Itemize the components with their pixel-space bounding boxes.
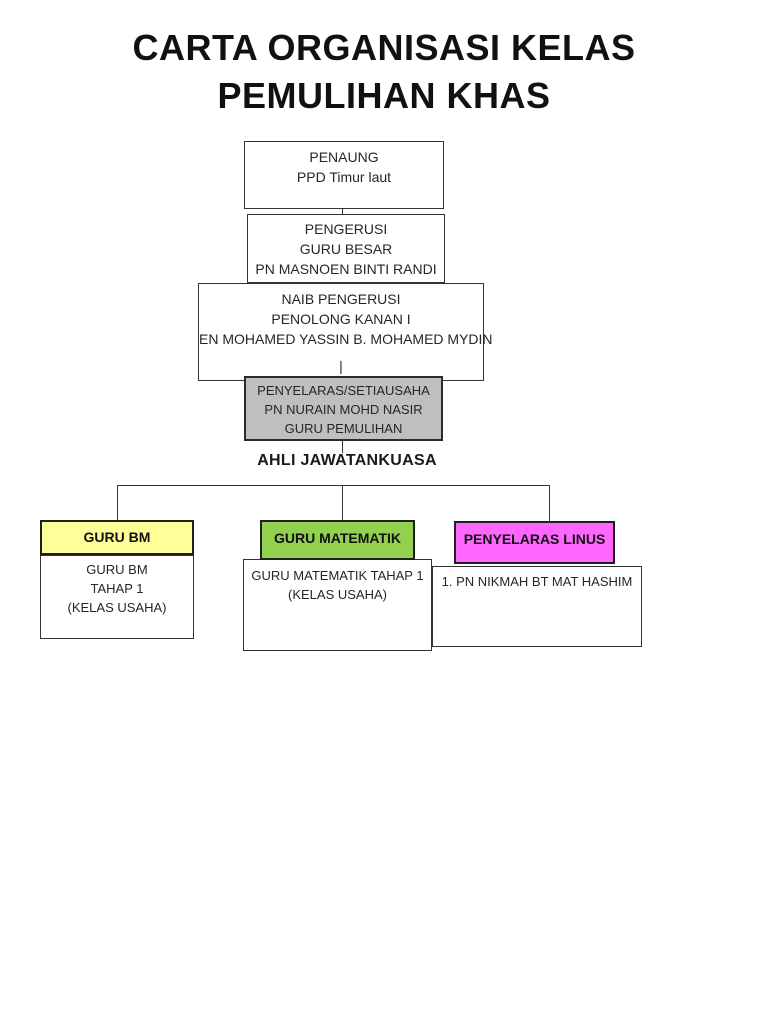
penaung-name: PPD Timur laut [296,169,392,185]
committee-heading: AHLI JAWATANKUASA [257,452,437,469]
org-box-pengerusi: PENGERUSI GURU BESAR PN MASNOEN BINTI RA… [247,214,445,283]
org-header-guru-matematik: GURU MATEMATIK [260,520,415,560]
penyelaras-name: PN NURAIN MOHD NASIR [264,402,423,417]
pengerusi-title: GURU BESAR [299,241,393,257]
org-box-guru-matematik-detail: GURU MATEMATIK TAHAP 1 (KELAS USAHA) [243,559,432,651]
naib-role: NAIB PENGERUSI [281,291,401,307]
naib-pipe-character: | [339,358,343,374]
page-title-line1: CARTA ORGANISASI KELAS [132,27,636,68]
penaung-role: PENAUNG [309,149,379,165]
bm-detail-line1: GURU BM [86,562,148,577]
penyelaras-role: PENYELARAS/SETIAUSAHA [257,383,430,398]
matematik-detail-line1: GURU MATEMATIK TAHAP 1 [251,568,424,583]
naib-title: PENOLONG KANAN I [271,311,411,327]
bm-detail-line2: TAHAP 1 [90,581,144,596]
org-header-guru-bm: GURU BM [40,520,194,555]
page-title: CARTA ORGANISASI KELAS PEMULIHAN KHAS [0,24,768,120]
pengerusi-role: PENGERUSI [304,221,388,237]
naib-name: EN MOHAMED YASSIN B. MOHAMED MYDIN [199,331,493,347]
connector-horizontal-bar [117,485,550,486]
connector-penaung-pengerusi [342,209,343,215]
penyelaras-title: GURU PEMULIHAN [284,421,403,436]
pengerusi-name: PN MASNOEN BINTI RANDI [255,261,437,277]
org-box-penaung: PENAUNG PPD Timur laut [244,141,444,209]
org-box-penyelaras-setiausaha: PENYELARAS/SETIAUSAHA PN NURAIN MOHD NAS… [244,376,443,441]
connector-drop-left [117,485,118,520]
org-header-penyelaras-linus: PENYELARAS LINUS [454,521,615,564]
org-box-penyelaras-linus-member: 1. PN NIKMAH BT MAT HASHIM [432,566,642,647]
linus-member-1: 1. PN NIKMAH BT MAT HASHIM [441,574,633,589]
page-title-line2: PEMULIHAN KHAS [217,75,551,116]
bm-detail-line3: (KELAS USAHA) [67,600,167,615]
connector-penyelaras-committee [342,441,343,453]
connector-drop-middle [342,485,343,520]
org-box-naib-pengerusi: NAIB PENGERUSI PENOLONG KANAN I EN MOHAM… [198,283,493,381]
connector-drop-right [549,485,550,521]
matematik-detail-line2: (KELAS USAHA) [288,587,387,602]
org-box-guru-bm-detail: GURU BM TAHAP 1 (KELAS USAHA) [40,555,194,639]
